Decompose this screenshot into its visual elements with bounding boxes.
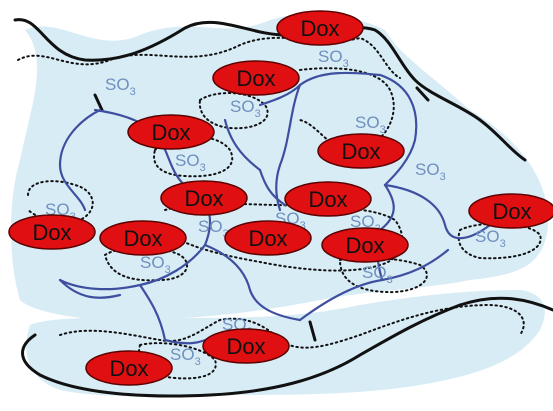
dox-molecule: Dox (202, 328, 290, 364)
dox-ellipse (317, 133, 405, 169)
dox-molecule: Dox (317, 133, 405, 169)
dox-label: Dox (151, 120, 190, 145)
dox-molecule: Dox (321, 227, 409, 263)
dox-molecule: Dox (224, 220, 312, 256)
pocket-outline-low-right (339, 256, 428, 294)
chain-8 (378, 73, 418, 187)
so3-label: SO3 (415, 160, 446, 183)
dox-ellipse (8, 214, 96, 250)
dox-label: Dox (341, 139, 380, 164)
dox-label: Dox (184, 186, 223, 211)
dox-ellipse (284, 181, 372, 217)
dox-label: Dox (248, 226, 287, 251)
dox-ellipse (321, 227, 409, 263)
dox-molecule: Dox (160, 180, 248, 216)
so3-label: SO3 (318, 47, 349, 70)
chain-14 (380, 248, 450, 282)
so3-label: SO3 (362, 263, 393, 286)
dox-molecule: Dox (284, 181, 372, 217)
dox-molecule: Dox (99, 220, 187, 256)
chain-6 (203, 243, 302, 322)
pocket-outline-upper-mid (198, 92, 269, 130)
dox-ellipse (85, 350, 173, 386)
dox-molecule: Dox (212, 60, 300, 96)
dox-molecule: Dox (468, 193, 553, 229)
dox-ellipse (202, 328, 290, 364)
dox-molecule: Dox (127, 114, 215, 150)
chain-5 (138, 283, 167, 342)
dox-ellipse (276, 10, 364, 46)
dox-ellipse (224, 220, 312, 256)
so3-label: SO3 (170, 345, 201, 368)
dox-ellipse (160, 180, 248, 216)
dox-ellipse (99, 220, 187, 256)
crosslink-1 (93, 93, 104, 112)
chain-12 (383, 183, 492, 240)
chain-15 (223, 118, 262, 172)
so3-label: SO3 (475, 227, 506, 250)
dox-label: Dox (236, 66, 275, 91)
so3-label: SO3 (355, 113, 386, 136)
crosslink-2 (415, 86, 430, 102)
dox-label: Dox (492, 199, 531, 224)
so3-label: SO3 (175, 151, 206, 174)
dox-molecule: Dox (276, 10, 364, 46)
dox-label: Dox (123, 226, 162, 251)
dox-label: Dox (32, 220, 71, 245)
chain-10 (378, 183, 395, 232)
dox-molecules: Dox Dox Dox Dox Dox Dox Dox Dox (8, 10, 553, 386)
dox-ellipse (127, 114, 215, 150)
dox-label: Dox (308, 187, 347, 212)
dox-molecule: Dox (8, 214, 96, 250)
dox-ellipse (468, 193, 553, 229)
dox-molecule: Dox (85, 350, 173, 386)
chain-17 (58, 278, 122, 299)
pocket-outline-top (17, 36, 401, 79)
dox-label: Dox (226, 334, 265, 359)
chain-1 (58, 108, 102, 212)
dox-label: Dox (345, 233, 384, 258)
so3-label: SO3 (230, 97, 261, 120)
so3-label: SO3 (140, 253, 171, 276)
dox-ellipse (212, 60, 300, 96)
so3-label: SO3 (105, 75, 136, 98)
chain-9 (275, 83, 302, 212)
dox-label: Dox (300, 16, 339, 41)
chain-13 (298, 278, 384, 322)
dox-label: Dox (109, 356, 148, 381)
chain-16 (258, 168, 287, 207)
backbone-lower (21, 296, 553, 398)
crosslink-3 (308, 320, 317, 342)
